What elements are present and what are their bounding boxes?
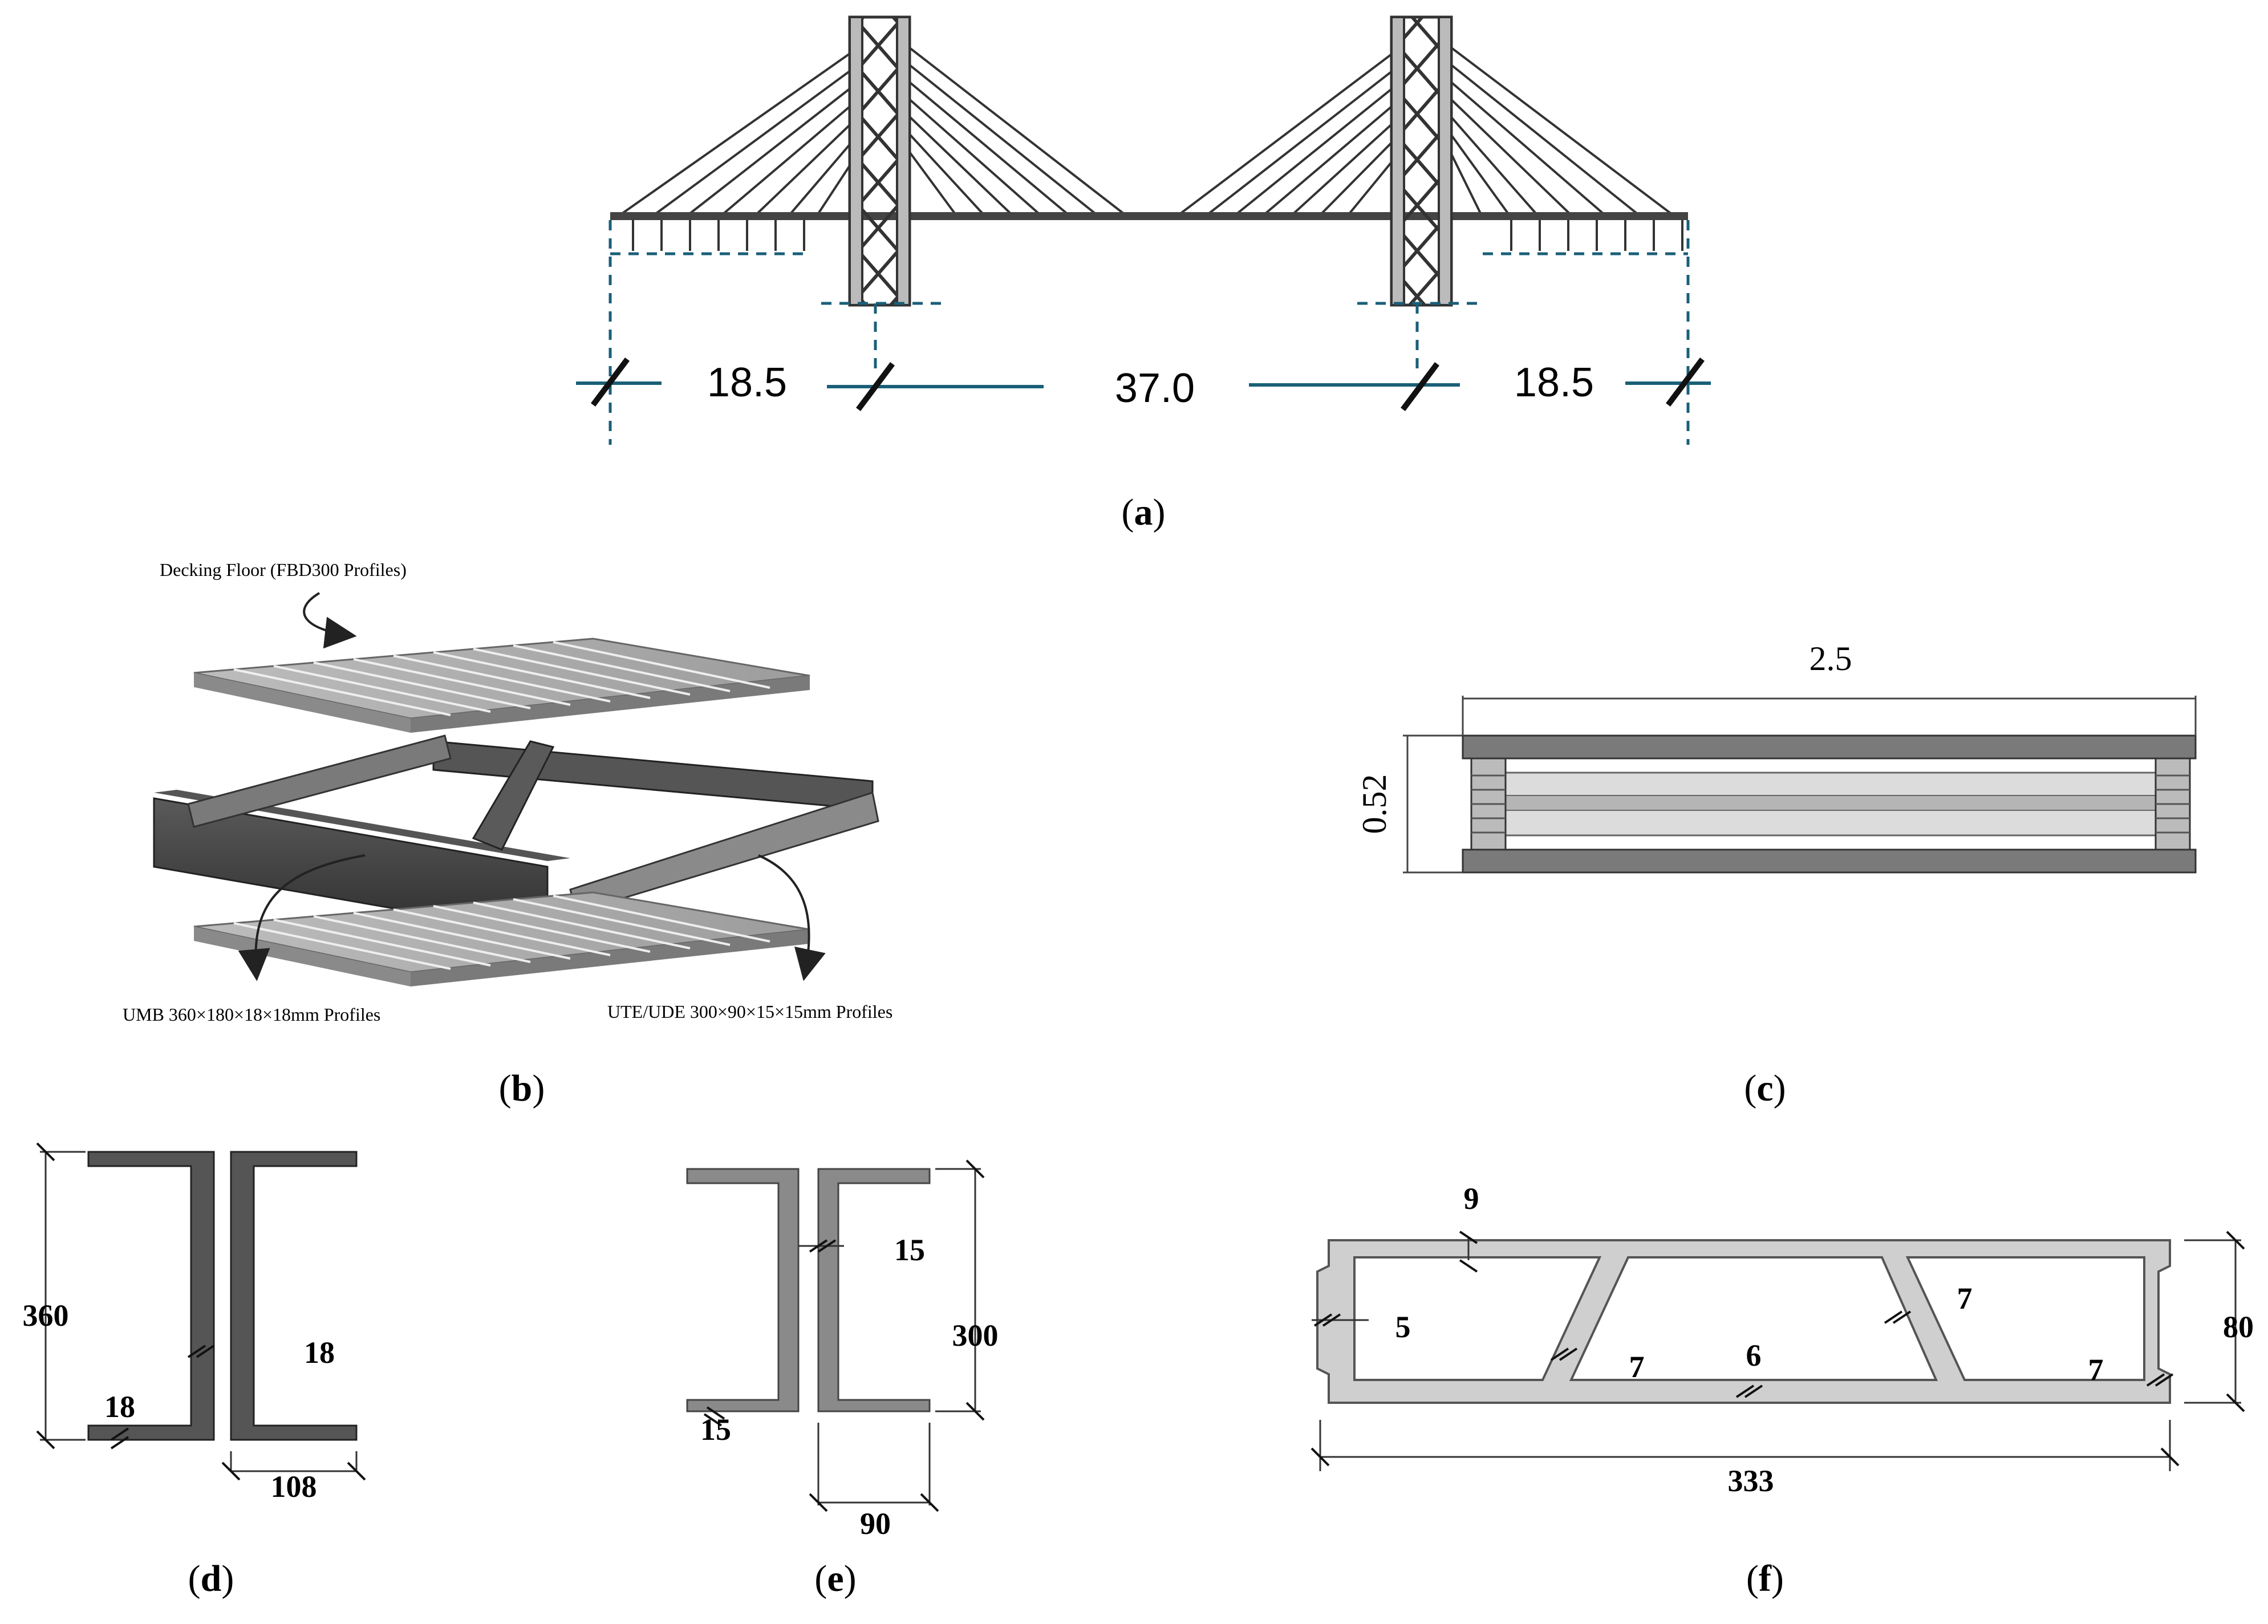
- caption-a: (a): [1122, 492, 1166, 533]
- panel-b-exploded-view: Decking Floor (FBD300 Profiles) UMB 360×…: [123, 559, 892, 1109]
- dim-profile-width: 333: [1728, 1464, 1774, 1498]
- panel-e-ute-profile: 15 300 15 90 (e): [686, 1159, 999, 1599]
- label-decking-floor: Decking Floor (FBD300 Profiles): [160, 559, 407, 580]
- dim-umb-width: 108: [271, 1469, 317, 1504]
- caption-c: (c): [1744, 1067, 1786, 1109]
- channel-left: [87, 1151, 215, 1441]
- dimension-line: [576, 381, 1711, 388]
- caption-e: (e): [814, 1558, 856, 1599]
- dim-umb-flange: 18: [104, 1390, 135, 1424]
- channel-right: [230, 1151, 358, 1441]
- ute-beam-left: [187, 734, 452, 828]
- label-umb-profiles: UMB 360×180×18×18mm Profiles: [123, 1004, 380, 1025]
- deck-cells: [1353, 1256, 2145, 1381]
- dim-ute-height: 300: [952, 1318, 999, 1353]
- caption-f: (f): [1746, 1558, 1784, 1599]
- leader-arrows: [238, 592, 826, 981]
- dim-ute-web: 15: [894, 1233, 925, 1267]
- dim-profile-height: 80: [2223, 1310, 2254, 1344]
- dim-right-span: 18.5: [1514, 360, 1594, 405]
- dim-top-wall: 9: [1464, 1182, 1479, 1216]
- panel-a-bridge-elevation: 18.5 37.0 18.5 (a): [576, 15, 1711, 533]
- dim-outer-web: 5: [1395, 1310, 1411, 1344]
- panel-d-umb-profile: 360 18 18 108 (d): [23, 1142, 366, 1599]
- channel-left: [686, 1168, 800, 1412]
- approach-hangers: [632, 220, 1683, 251]
- tower-right: [1390, 15, 1453, 307]
- diagonal-brace: [472, 740, 555, 851]
- dim-module-height: 0.52: [1356, 774, 1393, 834]
- bottom-flange-plate: [1462, 848, 2197, 874]
- dim-diag-left: 7: [1629, 1350, 1645, 1384]
- top-flange-plate: [1462, 734, 2197, 760]
- panel-f-fbd300-profile: 9 5 7 6 7 7 80 333 (f): [1311, 1182, 2254, 1599]
- caption-d: (d): [188, 1558, 234, 1599]
- dim-left-span: 18.5: [707, 360, 787, 405]
- ute-beam-right: [569, 791, 879, 914]
- dimension-ticks: [591, 358, 1705, 411]
- stay-cables: [615, 44, 1678, 219]
- bridge-deck: [610, 212, 1688, 220]
- dim-umb-height: 360: [23, 1298, 69, 1333]
- dim-ute-flange: 15: [700, 1412, 731, 1447]
- dim-right-web: 7: [2088, 1353, 2104, 1387]
- dim-umb-web: 18: [304, 1335, 335, 1370]
- label-ute-profiles: UTE/UDE 300×90×15×15mm Profiles: [607, 1001, 892, 1022]
- dim-bottom-wall: 6: [1746, 1338, 1762, 1373]
- caption-b: (b): [499, 1067, 545, 1109]
- panel-c-cross-section: 2.5 0.52 (c): [1356, 640, 2197, 1109]
- dim-center-span: 37.0: [1115, 366, 1195, 411]
- channel-right: [817, 1168, 931, 1412]
- tower-left: [848, 15, 911, 307]
- dim-ute-width: 90: [860, 1507, 891, 1541]
- dimension-guides: [608, 220, 1690, 445]
- dim-module-width: 2.5: [1809, 640, 1852, 677]
- dim-diag-right: 7: [1957, 1281, 1973, 1316]
